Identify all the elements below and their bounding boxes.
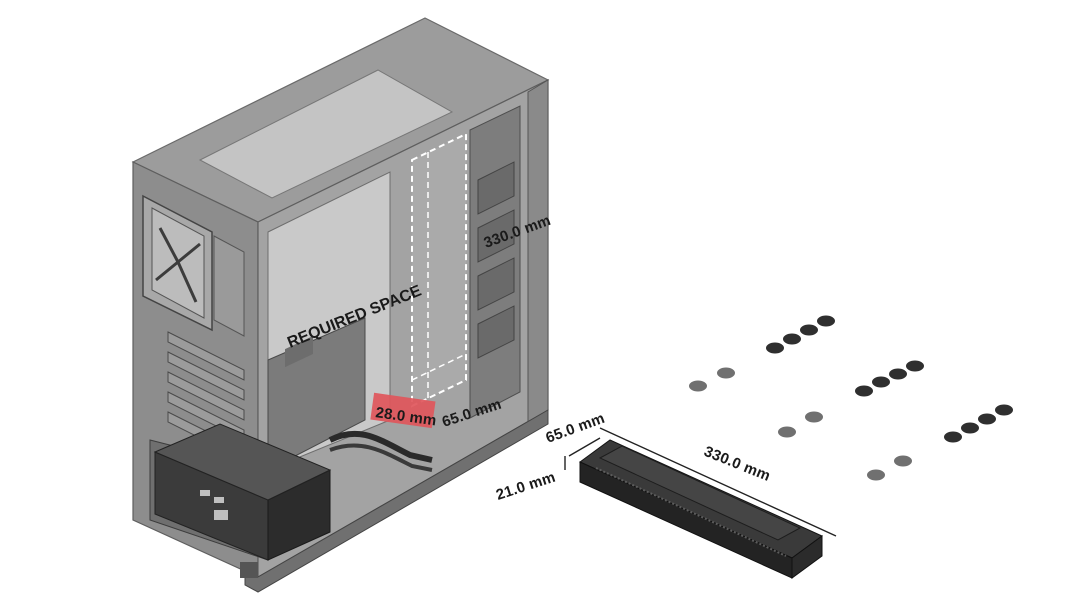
part-height-label: 21.0 mm bbox=[494, 469, 558, 504]
drive-trays bbox=[477, 161, 515, 359]
required-space-outline bbox=[411, 132, 467, 408]
part-depth-line bbox=[568, 437, 601, 457]
side-vent bbox=[213, 235, 245, 337]
mount-rail bbox=[579, 439, 823, 579]
psu-cables bbox=[328, 430, 433, 463]
psu-icon bbox=[153, 336, 332, 561]
pc-case bbox=[131, 17, 550, 593]
part-length-line bbox=[599, 427, 837, 537]
fan-icon bbox=[142, 194, 213, 332]
rubber-pad-icon bbox=[689, 315, 1013, 481]
case-foot bbox=[240, 562, 258, 578]
part-depth-label: 65.0 mm bbox=[544, 410, 608, 447]
case-front-rail bbox=[527, 79, 549, 425]
case-top-window bbox=[198, 69, 454, 199]
thickness-highlight bbox=[370, 392, 436, 429]
